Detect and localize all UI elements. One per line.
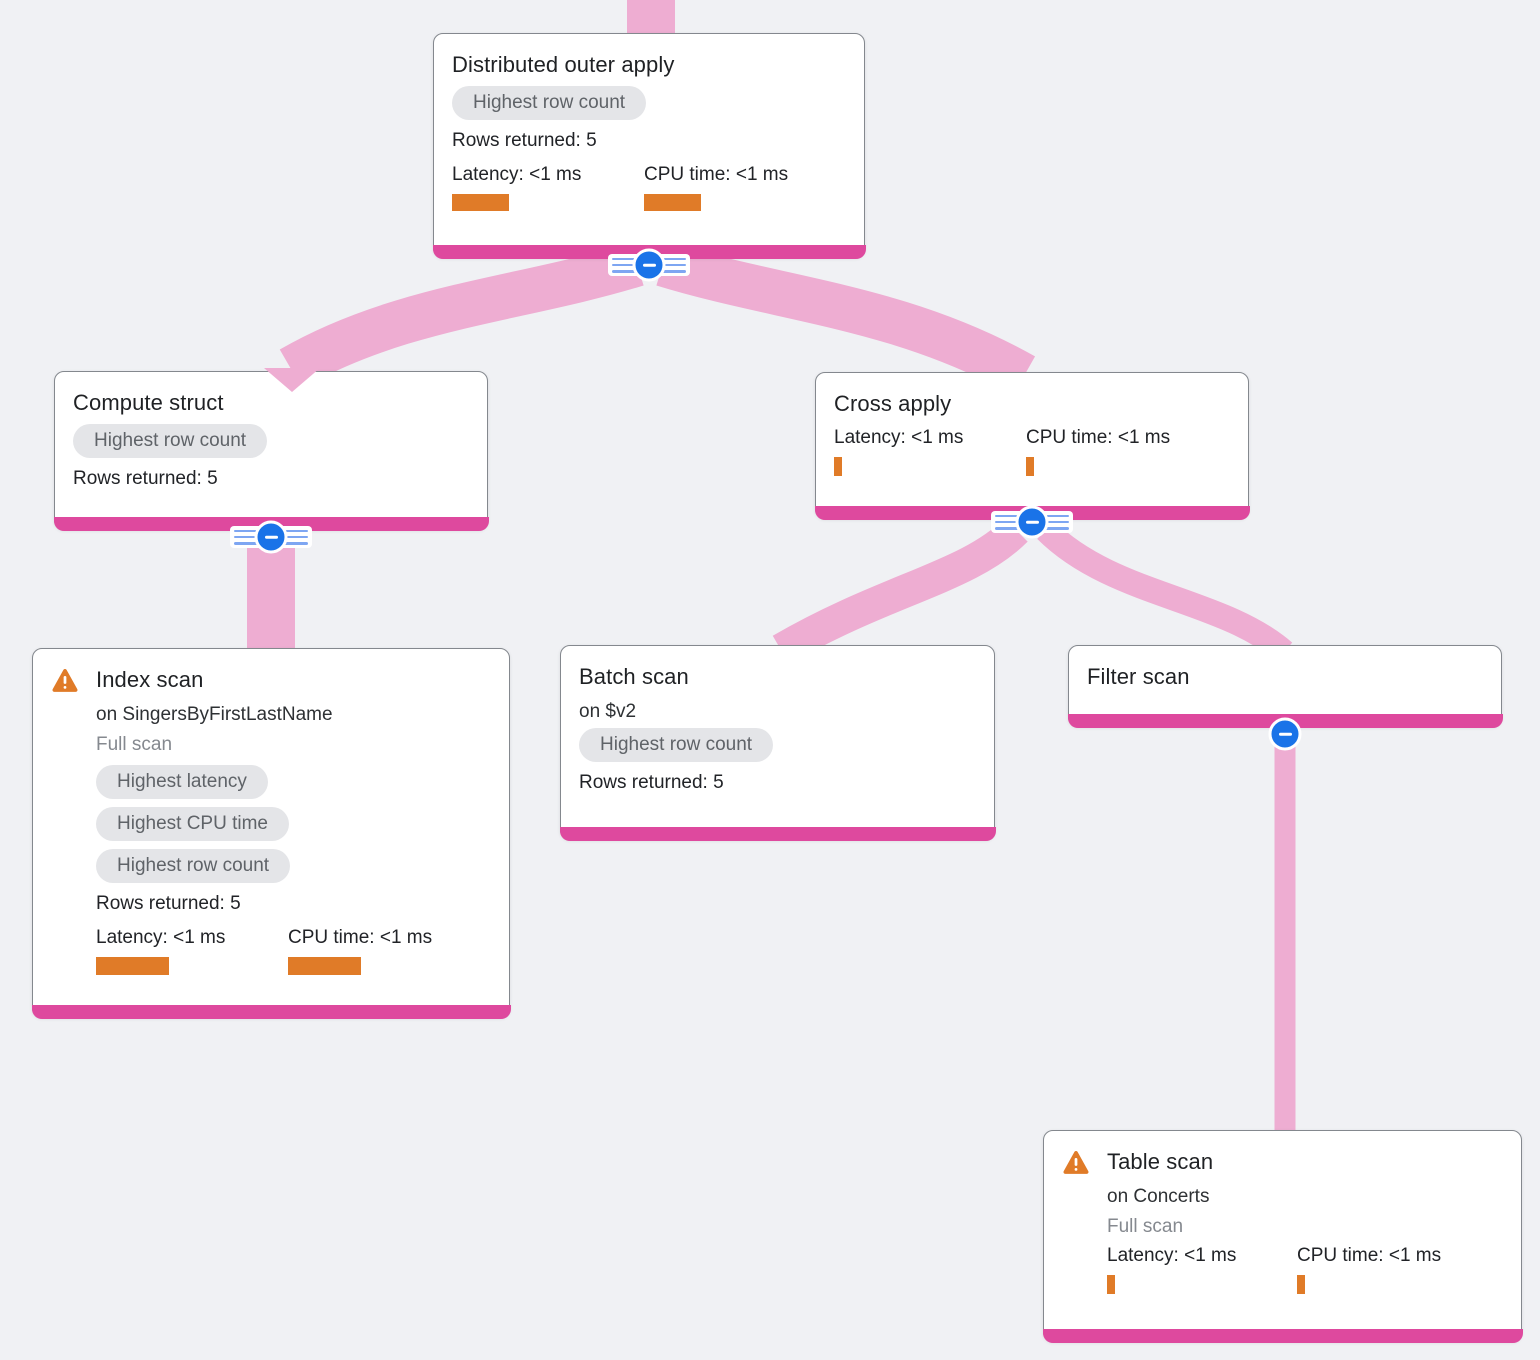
node-subtitle: on Concerts: [1107, 1186, 1210, 1207]
latency-label: Latency: <1 ms: [1107, 1245, 1237, 1266]
latency-bar: [1107, 1275, 1115, 1294]
edge-arrowhead: [264, 368, 320, 392]
edge-to-filter-scan: [1037, 520, 1293, 662]
junction-lines: [1043, 514, 1069, 530]
junction-lines: [995, 514, 1021, 530]
cpu-time-bar: [1026, 457, 1034, 476]
node-title: Batch scan: [579, 664, 689, 689]
latency-bar: [96, 957, 169, 975]
collapse-button-filter-scan[interactable]: [1268, 717, 1302, 751]
rows-returned: Rows returned: 5: [73, 468, 218, 489]
cpu-time-bar: [1297, 1275, 1305, 1294]
collapse-button-compute-struct[interactable]: [230, 520, 312, 554]
edge-to-batch-scan: [772, 517, 1028, 665]
latency-bar: [452, 194, 509, 211]
cpu-time-label: CPU time: <1 ms: [288, 927, 433, 948]
warning-icon[interactable]: [51, 668, 81, 693]
badge-highest-row-count: Highest row count: [73, 424, 268, 458]
collapse-minus-icon[interactable]: [254, 520, 288, 554]
warning-icon[interactable]: [1062, 1150, 1092, 1175]
junction-lines: [282, 529, 308, 545]
junction-lines: [234, 529, 260, 545]
node-subtitle: on SingersByFirstLastName: [96, 704, 333, 725]
badge-highest-latency: Highest latency: [96, 765, 268, 799]
node-accent-bar: [1042, 1328, 1523, 1343]
collapse-button-cross-apply[interactable]: [991, 505, 1073, 539]
badge-highest-row-count: Highest row count: [96, 849, 291, 883]
rows-returned: Rows returned: 5: [96, 893, 241, 914]
node-title: Filter scan: [1087, 664, 1190, 689]
cpu-time-label: CPU time: <1 ms: [1026, 427, 1171, 448]
cpu-time-label: CPU time: <1 ms: [644, 164, 789, 185]
node-title: Distributed outer apply: [452, 52, 675, 77]
node-compute-struct[interactable]: Compute struct Highest row count Rows re…: [53, 371, 489, 531]
edge-to-cross-apply: [656, 242, 1036, 396]
scan-type: Full scan: [1107, 1216, 1184, 1237]
badge-highest-row-count: Highest row count: [452, 86, 647, 120]
collapse-minus-icon[interactable]: [1268, 717, 1302, 751]
badge-highest-row-count: Highest row count: [579, 728, 774, 762]
latency-label: Latency: <1 ms: [96, 927, 226, 948]
node-subtitle: on $v2: [579, 701, 637, 722]
latency-label: Latency: <1 ms: [452, 164, 582, 185]
node-batch-scan[interactable]: Batch scan on $v2 Highest row count Rows…: [559, 645, 996, 841]
collapse-minus-icon[interactable]: [632, 248, 666, 282]
junction-lines: [612, 257, 638, 273]
edge-to-compute-struct: [279, 242, 644, 389]
cpu-time-bar: [288, 957, 361, 975]
rows-returned: Rows returned: 5: [452, 130, 597, 151]
node-title: Cross apply: [834, 391, 952, 416]
rows-returned: Rows returned: 5: [579, 772, 724, 793]
node-cross-apply[interactable]: Cross apply Latency: <1 ms CPU time: <1 …: [814, 372, 1250, 520]
node-accent-bar: [559, 826, 996, 841]
cpu-time-bar: [644, 194, 701, 211]
latency-bar: [834, 457, 842, 476]
node-index-scan[interactable]: Index scan on SingersByFirstLastName Ful…: [31, 648, 511, 1019]
junction-lines: [660, 257, 686, 273]
collapse-button-distributed-outer-apply[interactable]: [608, 248, 690, 282]
node-filter-scan[interactable]: Filter scan: [1067, 645, 1503, 728]
node-accent-bar: [31, 1004, 511, 1019]
node-title: Table scan: [1107, 1149, 1214, 1174]
node-distributed-outer-apply[interactable]: Distributed outer apply Highest row coun…: [432, 33, 866, 259]
badge-highest-cpu-time: Highest CPU time: [96, 807, 289, 841]
cpu-time-label: CPU time: <1 ms: [1297, 1245, 1442, 1266]
scan-type: Full scan: [96, 734, 173, 755]
latency-label: Latency: <1 ms: [834, 427, 964, 448]
collapse-minus-icon[interactable]: [1015, 505, 1049, 539]
node-table-scan[interactable]: Table scan on Concerts Full scan Latency…: [1042, 1130, 1523, 1343]
node-title: Index scan: [96, 667, 204, 692]
node-title: Compute struct: [73, 390, 224, 415]
